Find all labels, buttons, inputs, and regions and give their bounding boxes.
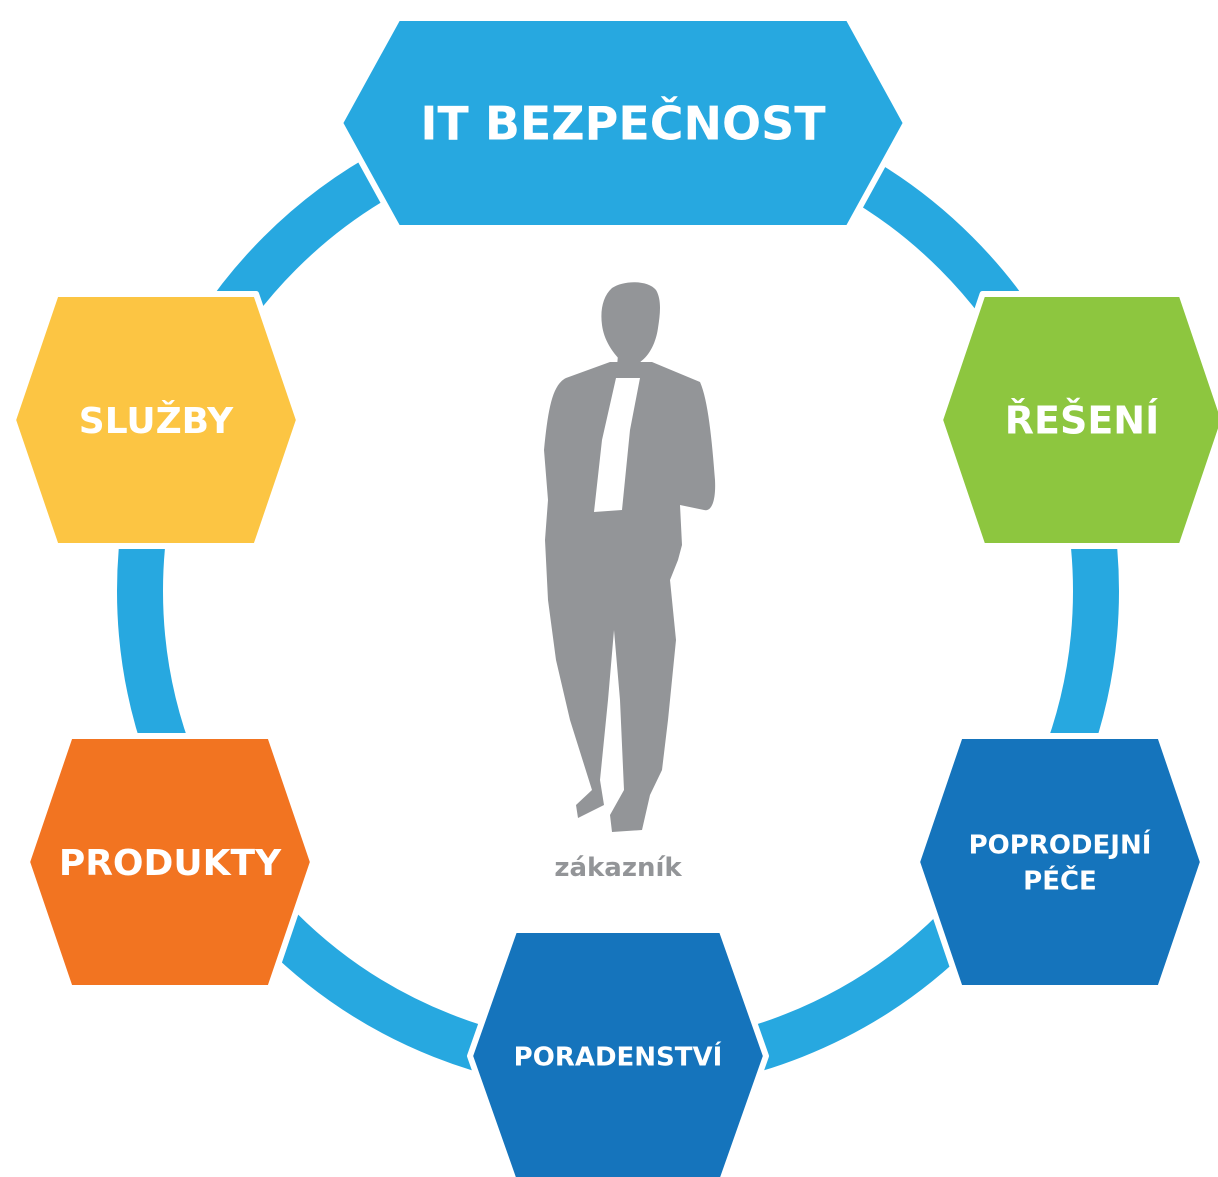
hexagon-poradenstvi: [467, 927, 769, 1177]
node-label-poprodejni-pece-line-2: PÉČE: [1023, 864, 1097, 896]
node-label-produkty: PRODUKTY: [59, 843, 282, 884]
shirt-detail: [594, 378, 640, 512]
node-label-it-bezpecnost: IT BEZPEČNOST: [420, 97, 826, 151]
node-label-reseni: ŘEŠENÍ: [1005, 399, 1160, 443]
hexagon-sluzby: [10, 291, 302, 549]
node-poradenstvi: PORADENSTVÍ: [467, 927, 769, 1177]
node-label-poradenstvi: PORADENSTVÍ: [514, 1040, 723, 1072]
customer-label: zákazník: [554, 853, 682, 883]
hexagon-nodes: IT BEZPEČNOST ŘEŠENÍ POPRODEJNÍ PÉČE PORADEN…: [10, 15, 1218, 1177]
node-poprodejni-pece: POPRODEJNÍ PÉČE: [914, 733, 1206, 991]
node-label-sluzby: SLUŽBY: [79, 400, 234, 442]
person-silhouette-icon: [544, 282, 716, 832]
hexagon-reseni: [937, 291, 1218, 549]
node-produkty: PRODUKTY: [24, 733, 316, 991]
node-label-poprodejni-pece-line-1: POPRODEJNÍ: [969, 828, 1152, 860]
hexagon-it-bezpecnost: [337, 15, 909, 231]
node-reseni: ŘEŠENÍ: [937, 291, 1218, 549]
node-it-bezpecnost: IT BEZPEČNOST: [337, 15, 909, 231]
hexagon-produkty: [24, 733, 316, 991]
hexagon-poprodejni-pece: [914, 733, 1206, 991]
node-sluzby: SLUŽBY: [10, 291, 302, 549]
